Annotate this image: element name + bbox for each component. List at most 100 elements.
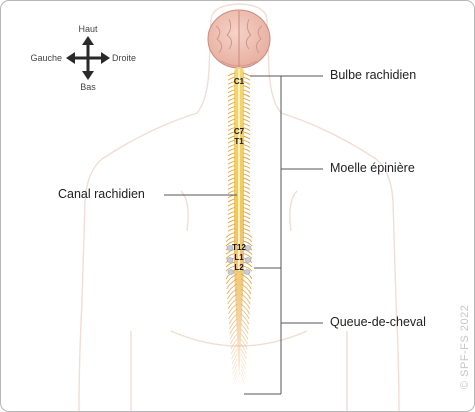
cauda-nerve-root	[230, 343, 238, 355]
spinal-nerve	[227, 181, 236, 186]
cauda-nerve-root	[229, 323, 238, 335]
spinal-nerve	[227, 160, 236, 165]
spinal-nerve	[242, 76, 251, 81]
spinal-nerve	[225, 248, 236, 255]
cauda-nerve-root	[240, 353, 247, 365]
spinal-nerve	[227, 72, 236, 77]
spinal-nerve	[242, 156, 251, 161]
spinal-nerve	[242, 248, 253, 255]
spinal-nerve	[227, 211, 236, 215]
spinal-nerve	[242, 169, 251, 173]
spinal-nerve	[242, 152, 251, 157]
spinal-nerve	[242, 202, 251, 207]
spinal-nerve	[227, 164, 236, 169]
spinal-nerve	[242, 240, 253, 247]
cauda-nerve-root	[231, 348, 238, 360]
spinal-nerve	[242, 253, 253, 259]
cauda-nerve-root	[240, 313, 250, 325]
compass-down-label: Bas	[80, 82, 96, 92]
spinal-nerve	[242, 80, 251, 85]
cauda-nerve-root	[228, 303, 238, 315]
spinal-nerve	[242, 227, 251, 232]
spinal-nerves	[225, 72, 253, 385]
cauda-nerve-root	[227, 298, 238, 310]
spinal-nerve	[242, 160, 251, 165]
spinal-nerve	[227, 122, 236, 127]
cauda-nerve-root	[228, 313, 238, 325]
spinal-nerve	[242, 106, 251, 110]
spinal-nerve	[242, 219, 251, 224]
spinal-cord	[225, 67, 253, 391]
cauda-nerve-root	[227, 293, 238, 305]
label-moelle-epiniere: Moelle épinière	[330, 161, 415, 175]
label-canal-rachidien: Canal rachidien	[58, 187, 145, 201]
spinal-nerve	[242, 190, 251, 194]
cauda-nerve-root	[225, 273, 238, 285]
spinal-nerve	[225, 240, 236, 247]
spinal-nerve	[242, 185, 251, 190]
level-t12: T12	[232, 243, 246, 252]
spinal-nerve	[227, 127, 236, 131]
spinal-nerve	[227, 97, 236, 102]
compass-up-label: Haut	[78, 24, 98, 34]
cauda-nerve-root	[229, 318, 238, 330]
spinal-nerve	[227, 85, 236, 89]
spinal-nerve	[227, 93, 236, 98]
spinal-nerve	[242, 164, 251, 169]
spinal-nerve	[242, 211, 251, 215]
compass-left-label: Gauche	[30, 53, 62, 63]
spinal-nerve	[225, 265, 236, 272]
spinal-nerve	[227, 185, 236, 190]
spinal-nerve	[227, 135, 236, 140]
spinal-nerve	[242, 177, 251, 182]
cauda-nerve-root	[240, 278, 252, 290]
spinal-nerve	[242, 143, 251, 148]
spinal-nerve	[225, 236, 236, 243]
cauda-nerve-root	[240, 333, 248, 345]
orientation-compass: Haut Bas Gauche Droite	[30, 24, 136, 92]
spinal-nerve	[242, 148, 251, 152]
spinal-nerve	[242, 215, 251, 220]
spinal-nerve	[242, 261, 253, 268]
cauda-nerve-root	[226, 278, 238, 290]
spinal-nerve	[227, 177, 236, 182]
cauda-nerve-root	[240, 288, 252, 300]
spinal-nerve	[227, 223, 236, 228]
vertebral-levels: C1 C7 T1 T12 L1 L2	[232, 77, 246, 272]
label-bulbe-rachidien: Bulbe rachidien	[330, 68, 417, 82]
spinal-nerve	[227, 148, 236, 152]
spinal-nerve	[227, 215, 236, 220]
bracket-lines	[164, 75, 323, 395]
cauda-nerve-root	[232, 373, 238, 385]
spinal-nerve	[227, 101, 236, 106]
spinal-nerve	[227, 202, 236, 207]
cauda-nerve-root	[240, 303, 250, 315]
spinal-nerve	[242, 206, 251, 211]
spinal-nerve	[242, 118, 251, 123]
spinal-nerve	[242, 127, 251, 131]
cauda-nerve-root	[240, 348, 247, 360]
cauda-nerve-root	[240, 318, 249, 330]
spinal-nerve	[242, 97, 251, 102]
spinal-nerve	[242, 198, 251, 203]
body-outline	[78, 3, 400, 411]
spinal-nerve	[242, 89, 251, 94]
level-t1: T1	[234, 137, 244, 146]
spinal-nerve	[227, 139, 236, 144]
cauda-nerve-root	[231, 353, 238, 365]
spinal-nerve	[227, 89, 236, 94]
spinal-nerve	[225, 232, 236, 238]
four-way-arrow-icon	[66, 36, 110, 80]
level-l2: L2	[234, 263, 244, 272]
spinal-nerve	[242, 114, 251, 119]
spinal-nerve	[227, 173, 236, 178]
brain	[207, 9, 271, 69]
spinal-nerve	[227, 206, 236, 211]
spinal-nerve	[227, 143, 236, 148]
spinal-nerve	[242, 223, 251, 228]
spinal-nerve	[242, 173, 251, 178]
cauda-nerve-root	[230, 338, 238, 350]
spinal-nerve	[227, 131, 236, 136]
cauda-nerve-root	[240, 368, 246, 380]
